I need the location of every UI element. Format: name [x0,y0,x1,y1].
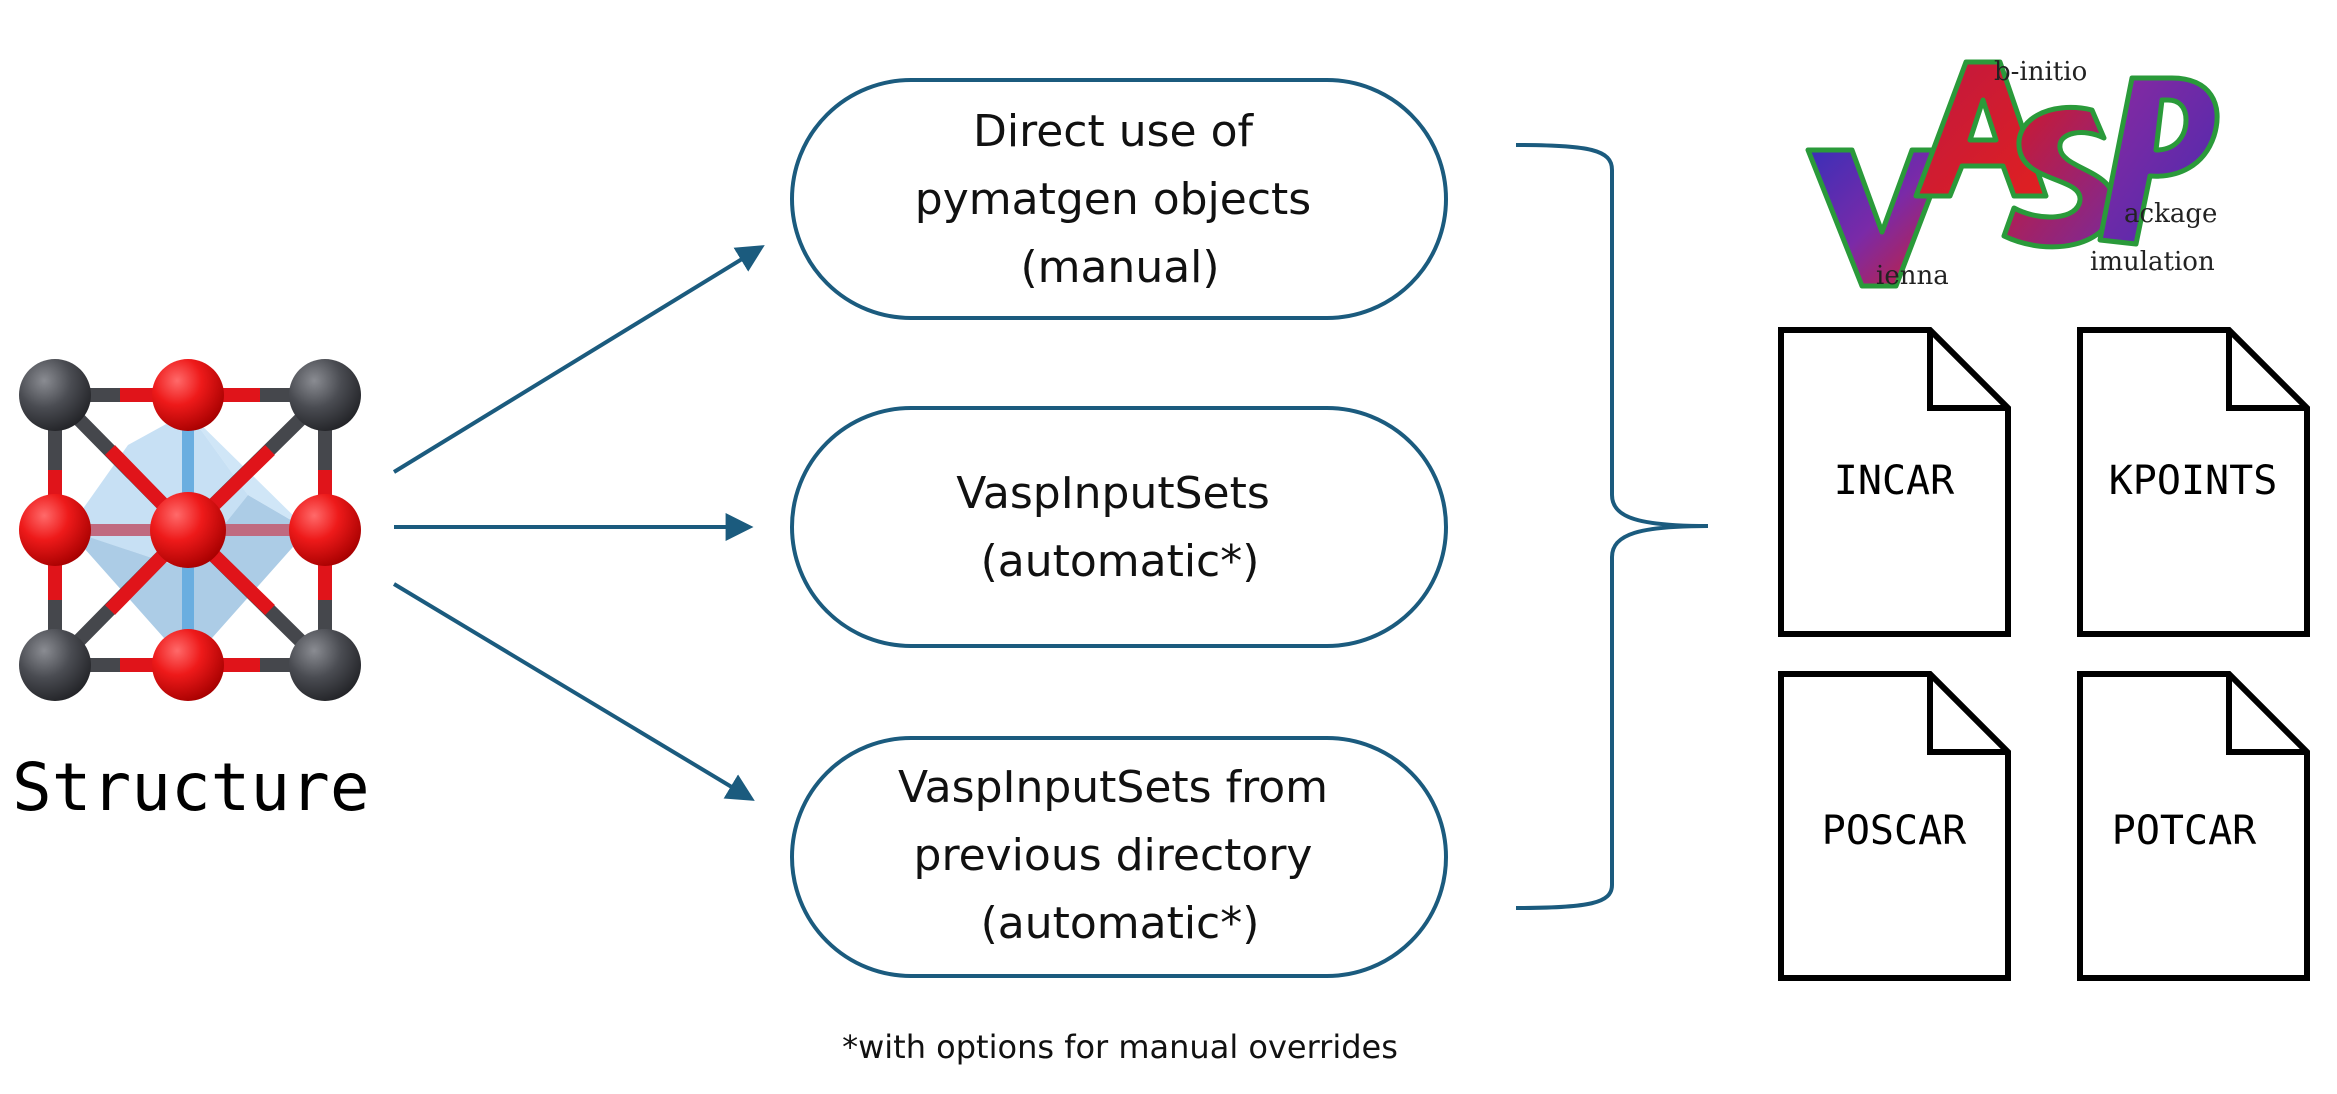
file-name: KPOINTS [2109,458,2278,504]
oxygen-atom [152,629,224,701]
file-name: POTCAR [2112,808,2257,854]
metal-atom [289,359,361,431]
file-name: INCAR [1834,458,1955,504]
file-icon-incar: INCAR [1778,327,2011,637]
footnote: *with options for manual overrides [842,1028,1398,1066]
vasp-logo-letter-a [1913,59,2049,199]
vasp-logo-letter-s [2001,104,2117,250]
method-pill-manual: Direct use of pymatgen objects (manual) [790,78,1448,320]
file-name: POSCAR [1822,808,1967,854]
oxygen-atom [152,359,224,431]
file-icon-poscar: POSCAR [1778,671,2011,981]
curly-brace [1515,143,1709,910]
metal-atom [19,359,91,431]
crystal-structure-illustration [19,359,361,701]
oxygen-atom [289,494,361,566]
document-fold [1927,330,2008,411]
method-pill-previous-dir: VaspInputSets from previous directory (a… [790,736,1448,978]
vasp-logo: b-initio ienna ackage imulation [1805,57,2220,291]
oxygen-atoms [19,359,361,701]
file-icon-potcar: POTCAR [2077,671,2310,981]
oxygen-atom [19,494,91,566]
pill-outline [790,736,1448,978]
pill-text: VaspInputSets (automatic*) [956,468,1284,587]
method-arrows [392,245,765,801]
metal-atoms [19,359,361,701]
metal-atom [289,629,361,701]
structure-label: Structure [12,749,370,826]
vasp-logo-word-ackage: ackage [2124,199,2217,229]
pill-outline [790,406,1448,648]
document-fold [2226,674,2307,755]
arrow-to-previous-dir [392,582,755,801]
pill-outline [790,78,1448,320]
pill-text: Direct use of pymatgen objects (manual) [915,106,1325,293]
vasp-logo-word-ienna: ienna [1876,261,1949,291]
oxygen-atom-center [150,492,226,568]
vasp-logo-word-abinitio: b-initio [1994,57,2087,87]
vasp-logo-letter-v [1805,147,1951,289]
vasp-logo-word-imulation: imulation [2090,247,2215,277]
arrow-to-manual [392,245,765,474]
pill-text: VaspInputSets from previous directory (a… [898,762,1342,949]
method-pill-inputsets: VaspInputSets (automatic*) [790,406,1448,648]
metal-atom [19,629,91,701]
file-icon-kpoints: KPOINTS [2077,327,2310,637]
vasp-logo-letter-p [2097,75,2220,247]
document-fold [2226,330,2307,411]
document-fold [1927,674,2008,755]
